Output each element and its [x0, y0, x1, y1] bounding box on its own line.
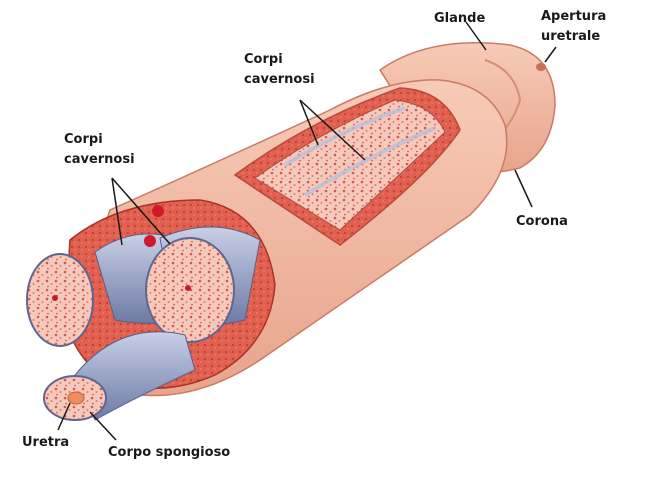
label-corpi-left-line2: cavernosi [64, 152, 135, 167]
corpi-top-pointer-b [299, 99, 366, 161]
label-corpo-spongioso: Corpo spongioso [108, 445, 230, 460]
corpi-top-pointer-a [299, 99, 319, 146]
uretra-pointer [57, 402, 71, 431]
corpi-left-pointer-b [111, 177, 171, 245]
label-uretra: Uretra [22, 435, 69, 450]
glande-pointer [465, 21, 487, 51]
urethral-opening [536, 63, 546, 71]
deep-arteries [52, 205, 191, 301]
upper-cutaway [233, 87, 461, 246]
corona-pointer [514, 169, 533, 208]
label-apertura-line2: uretrale [541, 29, 600, 44]
label-corpi-left-line1: Corpi [64, 132, 103, 147]
pointer-lines [57, 21, 557, 441]
left-corpus-section [26, 253, 94, 347]
label-glande: Glande [434, 11, 485, 26]
label-apertura-line1: Apertura [541, 9, 606, 24]
label-corpi-top-line1: Corpi [244, 52, 283, 67]
corpus-spongiosum [43, 331, 196, 421]
spongioso-pointer [89, 411, 117, 441]
apertura-pointer [544, 46, 557, 63]
corpi-left-pointer-a [111, 177, 123, 246]
urethra-lumen [67, 391, 85, 405]
label-corona: Corona [516, 214, 568, 229]
label-corpi-top-line2: cavernosi [244, 72, 315, 87]
labels: Glande Apertura uretrale Corpi cavernosi… [22, 9, 606, 460]
